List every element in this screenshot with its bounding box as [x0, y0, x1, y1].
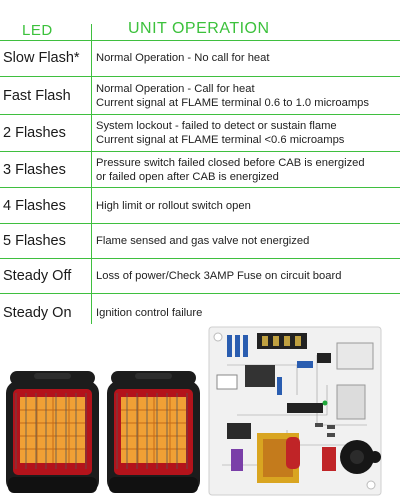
portable-heater-image — [107, 371, 200, 493]
table-row: Steady Off Loss of power/Check 3AMP Fuse… — [0, 259, 400, 294]
operation-line: Loss of power/Check 3AMP Fuse on circuit… — [96, 270, 342, 282]
column-divider — [91, 24, 92, 324]
operation-column-header: UNIT OPERATION — [128, 20, 270, 37]
operation-line: Pressure switch failed closed before CAB… — [96, 156, 365, 169]
operation-line: Ignition control failure — [96, 307, 203, 319]
led-status: 2 Flashes — [3, 125, 66, 141]
circuit-board-image — [208, 326, 382, 496]
operation-line: Normal Operation - Call for heat — [96, 82, 255, 95]
operation-line: High limit or rollout switch open — [96, 199, 251, 212]
led-status: 3 Flashes — [3, 161, 66, 178]
led-status: Steady On — [3, 305, 72, 321]
table-header: LED UNIT OPERATION — [0, 0, 400, 41]
unit-operation: Normal Operation - Call for heat Current… — [96, 77, 396, 114]
unit-operation: High limit or rollout switch open — [96, 188, 396, 223]
unit-operation: System lockout - failed to detect or sus… — [96, 115, 396, 151]
table-row: Fast Flash Normal Operation - Call for h… — [0, 77, 400, 115]
unit-operation: Pressure switch failed closed before CAB… — [96, 152, 396, 187]
table-row: 4 Flashes High limit or rollout switch o… — [0, 188, 400, 224]
led-status: 5 Flashes — [3, 233, 66, 249]
operation-line: Current signal at FLAME terminal 0.6 to … — [96, 96, 369, 109]
operation-line: Current signal at FLAME terminal <0.6 mi… — [96, 134, 345, 146]
led-status: Steady Off — [3, 268, 72, 284]
operation-line: Flame sensed and gas valve not energized — [96, 235, 310, 247]
led-status: Fast Flash — [3, 87, 71, 104]
unit-operation: Loss of power/Check 3AMP Fuse on circuit… — [96, 259, 396, 293]
operation-line: Normal Operation - No call for heat — [96, 52, 270, 64]
unit-operation: Normal Operation - No call for heat — [96, 40, 396, 76]
table-row: Slow Flash* Normal Operation - No call f… — [0, 40, 400, 77]
led-status: Slow Flash* — [3, 50, 80, 66]
unit-operation: Flame sensed and gas valve not energized — [96, 224, 396, 258]
table-row: Steady On Ignition control failure — [0, 294, 400, 332]
unit-operation: Ignition control failure — [96, 294, 204, 332]
led-column-header: LED — [22, 22, 53, 39]
operation-line: or failed open after CAB is energized — [96, 170, 279, 183]
operation-line: System lockout - failed to detect or sus… — [96, 120, 337, 132]
table-row: 5 Flashes Flame sensed and gas valve not… — [0, 224, 400, 259]
portable-heater-image — [6, 371, 99, 493]
table-row: 3 Flashes Pressure switch failed closed … — [0, 152, 400, 188]
led-status: 4 Flashes — [3, 197, 66, 214]
table-row: 2 Flashes System lockout - failed to det… — [0, 115, 400, 152]
